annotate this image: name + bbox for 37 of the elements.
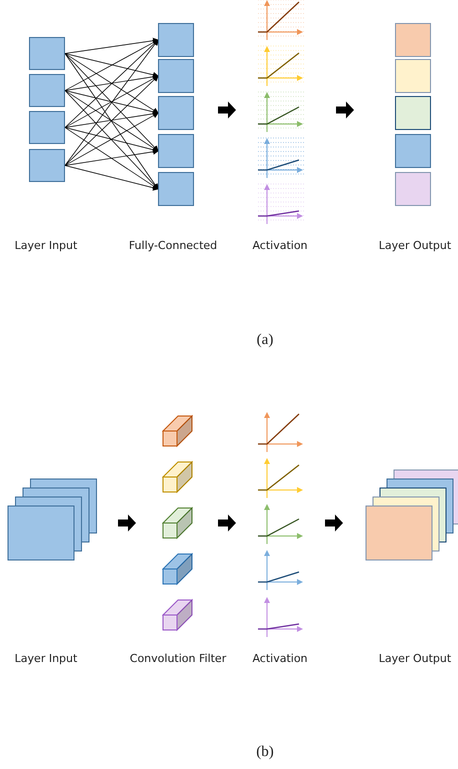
neuron-box	[158, 96, 194, 130]
arrow	[64, 38, 159, 54]
output-neuron-box	[395, 59, 431, 93]
arrow	[64, 148, 159, 166]
input-neuron-box	[29, 149, 65, 182]
caption: (a)	[256, 332, 274, 349]
arrow	[64, 75, 159, 166]
arrow	[64, 165, 159, 191]
column-label: Layer Output	[378, 239, 452, 252]
column-label: Activation	[252, 652, 308, 665]
arrow	[64, 127, 159, 190]
arrow	[64, 90, 159, 152]
column-label: Layer Input	[14, 652, 78, 665]
output-neuron-box	[395, 172, 431, 206]
caption: (b)	[256, 744, 274, 761]
input-neuron-box	[29, 111, 65, 144]
arrow	[64, 90, 159, 190]
neuron-box	[158, 134, 194, 168]
column-label: Layer Output	[378, 652, 452, 665]
output-neuron-box	[395, 134, 431, 168]
input-neuron-box	[29, 37, 65, 70]
arrow	[64, 39, 159, 128]
arrow	[64, 39, 159, 166]
output-neuron-box	[395, 96, 431, 130]
arrow	[64, 53, 159, 114]
neuron-box	[158, 172, 194, 206]
input-neuron-box	[29, 74, 65, 107]
arrow	[64, 53, 159, 152]
output-neuron-box	[395, 23, 431, 57]
column-label: Convolution Filter	[130, 652, 226, 665]
column-label: Activation	[252, 239, 308, 252]
neuron-box	[158, 23, 194, 57]
arrow	[64, 112, 159, 166]
neuron-box	[158, 59, 194, 93]
column-label: Layer Input	[14, 239, 78, 252]
column-label: Fully-Connected	[128, 239, 218, 252]
arrow	[64, 53, 159, 78]
